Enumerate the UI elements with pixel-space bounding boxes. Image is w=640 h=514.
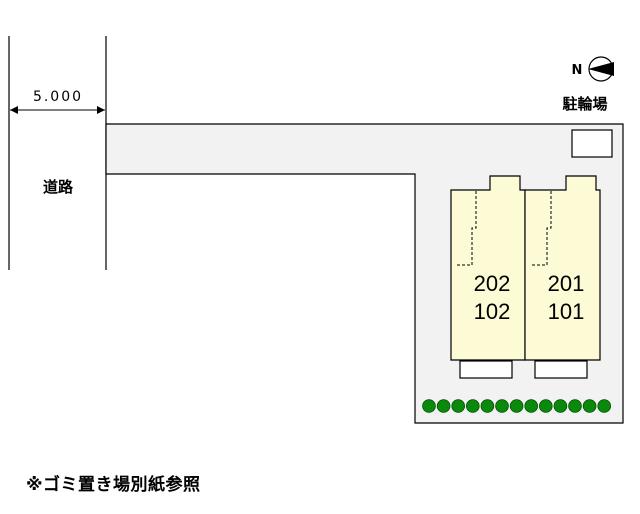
road-label: 道路 xyxy=(43,178,74,196)
shrub xyxy=(582,399,597,413)
shrub xyxy=(480,399,495,413)
unit-label-102: 102 xyxy=(474,299,511,324)
compass-north-label: N xyxy=(572,63,583,78)
garbage-area-note: ※ゴミ置き場別紙参照 xyxy=(26,475,201,495)
shrub xyxy=(597,399,611,413)
compass-icon: N xyxy=(572,56,614,82)
shrub xyxy=(509,399,524,413)
shrub xyxy=(422,399,436,413)
shrub xyxy=(524,399,538,413)
shrub xyxy=(568,399,582,413)
shrub xyxy=(436,399,451,413)
shrub xyxy=(465,399,480,413)
unit-label-101: 101 xyxy=(548,299,585,324)
entrance-step-right xyxy=(534,360,588,379)
shrub xyxy=(451,399,466,413)
road-width-label: 5.000 xyxy=(33,89,83,105)
building-unit-201-101: 201 101 xyxy=(524,175,601,379)
unit-label-201: 201 xyxy=(548,271,585,296)
shrub xyxy=(538,399,553,413)
shrub xyxy=(553,399,568,413)
shrub-row xyxy=(422,399,611,413)
shrub xyxy=(495,399,509,413)
entrance-step-left xyxy=(459,360,513,379)
bicycle-parking-area xyxy=(571,129,613,158)
road-width-dimension: 5.000 xyxy=(10,89,105,114)
bicycle-parking-label: 駐輪場 xyxy=(562,95,607,113)
building-unit-202-102: 202 102 xyxy=(450,175,526,379)
unit-label-202: 202 xyxy=(474,271,511,296)
